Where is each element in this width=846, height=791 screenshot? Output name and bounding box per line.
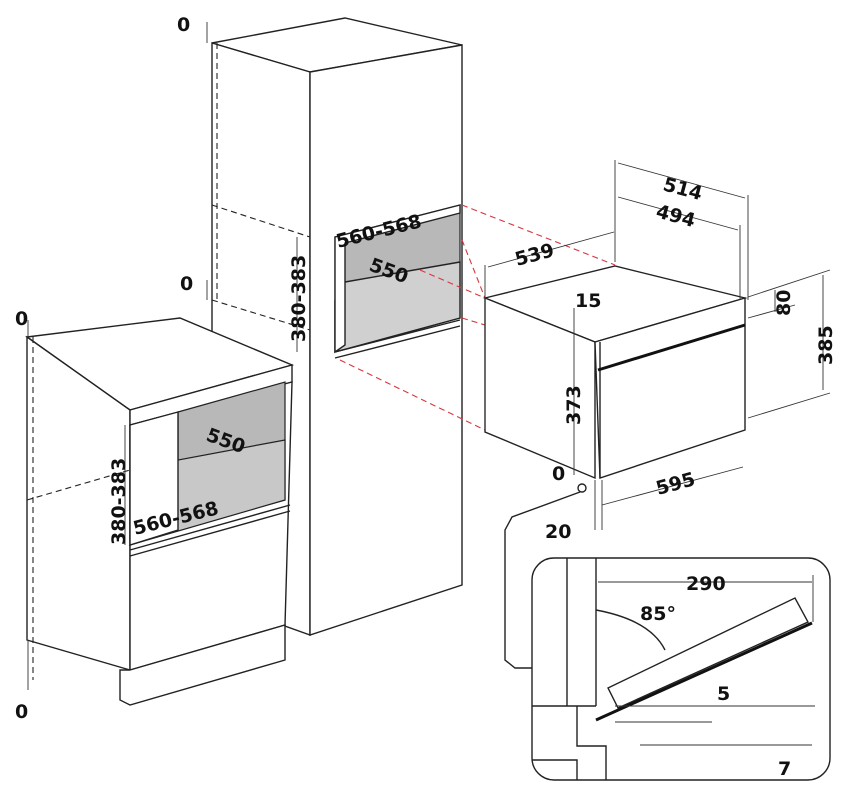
open-door bbox=[607, 597, 809, 709]
tall-cabinet bbox=[211, 17, 463, 636]
door-open-length-label: 290 bbox=[686, 573, 726, 595]
oven bbox=[482, 265, 748, 669]
base-bottom-clearance-label: 0 bbox=[15, 701, 28, 723]
oven-width-label: 595 bbox=[654, 468, 698, 500]
tall-mid-clearance-label: 0 bbox=[180, 273, 193, 295]
tall-niche-height-label: 380-383 bbox=[288, 255, 310, 342]
base-niche-height-label: 380-383 bbox=[108, 458, 130, 545]
base-cabinet bbox=[25, 317, 295, 706]
oven-body-height-label: 373 bbox=[563, 385, 585, 425]
door-gap-label: 5 bbox=[717, 683, 730, 705]
detail-marker bbox=[577, 483, 587, 493]
oven-body-depth-label: 494 bbox=[654, 201, 698, 233]
oven-top-offset-label: 15 bbox=[575, 290, 601, 312]
oven-panel-height-label: 80 bbox=[773, 290, 795, 316]
oven-front bbox=[594, 297, 746, 479]
oven-side-depth-label: 539 bbox=[513, 239, 557, 271]
door-bottom-gap-label: 7 bbox=[778, 758, 791, 780]
tall-cabinet-front bbox=[309, 44, 463, 636]
alignment-lines bbox=[339, 204, 616, 431]
dimension-lines bbox=[27, 22, 831, 690]
base-top-clearance-label: 0 bbox=[15, 308, 28, 330]
door-angle-label: 85° bbox=[640, 603, 676, 625]
oven-total-height-label: 385 bbox=[815, 325, 837, 365]
tall-top-clearance-label: 0 bbox=[177, 14, 190, 36]
oven-bottom-clearance-label: 0 bbox=[552, 463, 565, 485]
oven-total-depth-label: 514 bbox=[661, 174, 705, 206]
oven-front-thickness-label: 20 bbox=[545, 521, 571, 543]
door-detail-inset bbox=[531, 557, 831, 781]
